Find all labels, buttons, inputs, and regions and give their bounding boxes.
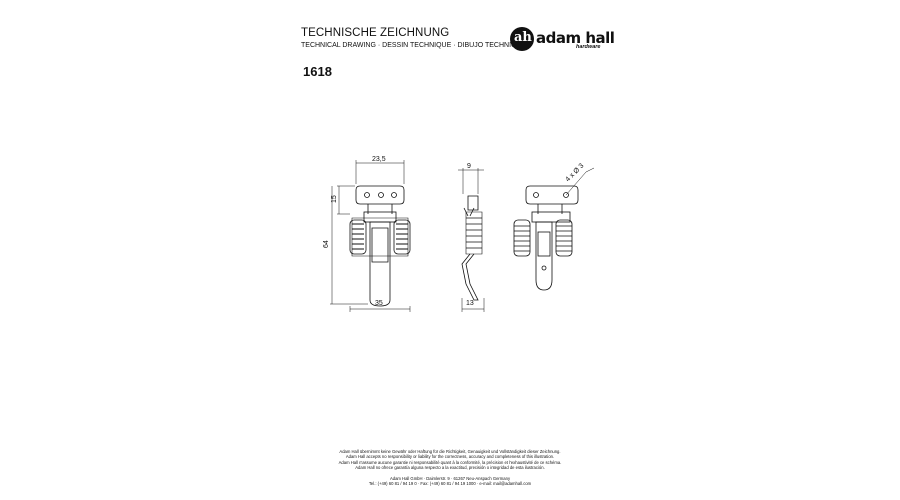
footer-line-de: Adam Hall übernimmt keine Gewähr oder Ha…: [339, 449, 561, 454]
dim-side-bottom: 13: [466, 300, 474, 307]
disclaimer-footer: Adam Hall übernimmt keine Gewähr oder Ha…: [0, 449, 900, 487]
logo-brand: adam hall: [536, 29, 615, 47]
dim-front-bottom-width: 35: [375, 300, 383, 307]
page-subtitle: TECHNICAL DRAWING · DESSIN TECHNIQUE · D…: [301, 42, 522, 49]
footer-contact: Tel.: (+49) 60 81 / 94 19 0 · Fax: (+49)…: [368, 481, 532, 487]
dim-holes: 4 x Ø 3: [564, 162, 585, 183]
dim-side-top: 9: [467, 163, 471, 170]
logo-mark-text: ah: [514, 30, 532, 45]
dim-front-top-width: 23,5: [372, 156, 386, 163]
footer-line-fr: Adam Hall n'assume aucune garantie ni re…: [338, 459, 562, 465]
footer-line-en: Adam Hall accepts no responsibility or l…: [345, 454, 555, 460]
brand-logo: ah adam hall hardware: [510, 27, 620, 53]
dim-front-total-height: 64: [323, 240, 330, 248]
part-number: 1618: [303, 64, 332, 79]
dim-front-upper-height: 15: [331, 195, 338, 203]
side-view: [458, 168, 485, 312]
logo-mark-icon: ah: [510, 27, 534, 51]
logo-tagline: hardware: [576, 44, 601, 50]
back-view: [513, 167, 595, 291]
front-view: [330, 160, 411, 312]
footer-line-es: Adam Hall no ofrece garantía alguna resp…: [355, 464, 545, 470]
page-title: TECHNISCHE ZEICHNUNG: [301, 27, 450, 39]
footer-address: Adam Hall GmbH · Daimlerstr. 9 · 61267 N…: [389, 476, 511, 482]
